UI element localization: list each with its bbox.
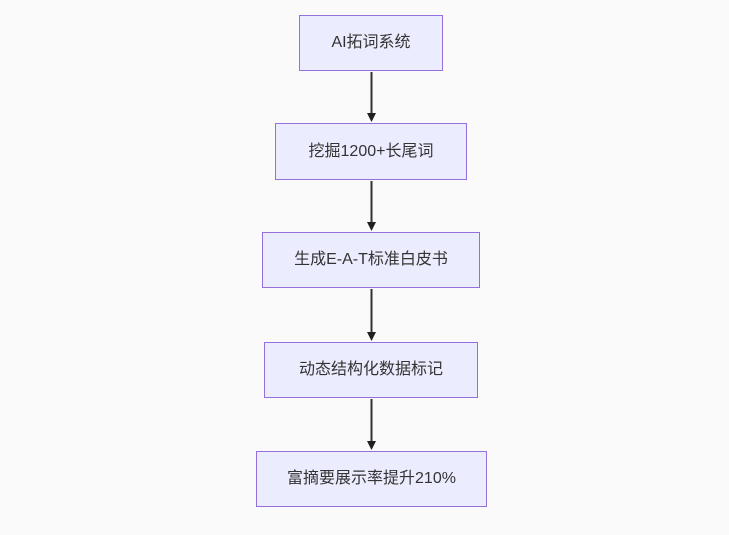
flow-node-ai-word-expansion: AI拓词系统 — [299, 15, 443, 71]
flow-node-label: 挖掘1200+长尾词 — [308, 142, 434, 160]
flow-node-label: 富摘要展示率提升210% — [287, 470, 456, 488]
flow-node-longtail-mining: 挖掘1200+长尾词 — [275, 123, 467, 180]
flow-node-eat-whitepaper: 生成E-A-T标准白皮书 — [262, 232, 480, 288]
flow-node-label: 生成E-A-T标准白皮书 — [294, 251, 448, 269]
flow-node-label: AI拓词系统 — [331, 34, 411, 52]
flow-node-rich-snippet-result: 富摘要展示率提升210% — [256, 451, 487, 507]
flow-node-label: 动态结构化数据标记 — [298, 361, 443, 379]
flow-node-structured-data-markup: 动态结构化数据标记 — [264, 342, 478, 398]
